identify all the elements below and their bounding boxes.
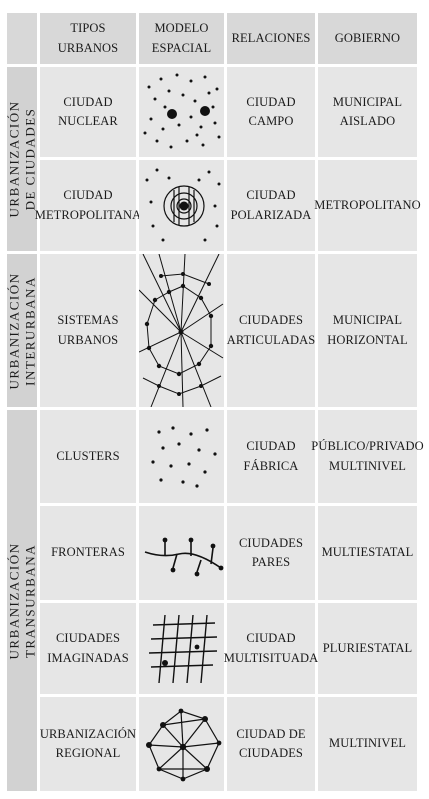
row-6-gobierno-label: MULTINIVEL (329, 736, 406, 751)
row-6-gobierno: MULTINIVEL (318, 697, 417, 791)
row-5-relacion: CIUDAD MULTISITUADA (224, 603, 318, 694)
group-urbanizacion-de-ciudades-label: URBANIZACIÓN DE CIUDADES (6, 100, 37, 218)
row-3-tipo-label: CLUSTERS (56, 448, 120, 463)
row-6-tipo: URBANIZACIÓN REGIONAL (40, 697, 136, 791)
scattered-dots-with-two-large-nodes-icon (143, 73, 221, 149)
row-6-relacion-label: CIUDAD DE CIUDADES (236, 726, 306, 760)
row-4-tipo-label: FRONTERAS (51, 545, 125, 560)
header-gobierno: GOBIERNO (318, 13, 417, 64)
row-2-tipo-label: SISTEMAS URBANOS (57, 313, 119, 347)
row-0-gobierno: MUNICIPAL AISLADO (318, 67, 417, 157)
row-0-relacion: CIUDAD CAMPO (227, 67, 315, 157)
header-relaciones: RELACIONES (227, 13, 315, 64)
row-1-relacion: CIUDAD POLARIZADA (227, 160, 315, 251)
group-urbanizacion-transurbana-label: URBANIZACIÓN TRANSURBANA (6, 542, 37, 659)
row-5-relacion-label: CIUDAD MULTISITUADA (223, 631, 319, 665)
row-4-relacion-label: CIUDADES PARES (239, 535, 303, 569)
row-2-tipo: SISTEMAS URBANOS (40, 254, 136, 407)
group-urbanizacion-transurbana: URBANIZACIÓN TRANSURBANA (6, 410, 37, 791)
row-2-modelo (139, 254, 224, 407)
group-urbanizacion-de-ciudades: URBANIZACIÓN DE CIUDADES (6, 67, 37, 251)
row-2-relacion: CIUDADES ARTICULADAS (227, 254, 315, 407)
row-4-relacion: CIUDADES PARES (227, 506, 315, 600)
group-urbanizacion-interurbana: URBANIZACIÓN INTERURBANA (6, 254, 37, 407)
row-5-modelo (139, 603, 224, 694)
row-6-modelo (139, 697, 224, 791)
row-3-modelo (139, 410, 224, 503)
border-line-nodes-icon (144, 537, 224, 577)
concentric-rings-core-icon (145, 168, 221, 242)
header-relaciones-label: RELACIONES (231, 30, 311, 45)
header-gobierno-label: GOBIERNO (334, 30, 401, 45)
row-0-tipo-label: CIUDAD NUCLEAR (58, 94, 118, 128)
row-1-relacion-label: CIUDAD POLARIZADA (230, 188, 312, 222)
group-urbanizacion-interurbana-label: URBANIZACIÓN INTERURBANA (6, 272, 37, 389)
row-4-tipo: FRONTERAS (40, 506, 136, 600)
row-5-tipo-label: CIUDADES IMAGINADAS (47, 631, 129, 665)
row-1-tipo: CIUDAD METROPOLITANA (35, 160, 141, 251)
row-5-tipo: CIUDADES IMAGINADAS (40, 603, 136, 694)
row-0-tipo: CIUDAD NUCLEAR (40, 67, 136, 157)
header-tipos-urbanos-label: TIPOS URBANOS (57, 21, 119, 55)
header-modelo-espacial-label: MODELO ESPACIAL (151, 21, 212, 55)
row-1-gobierno-label: METROPOLITANO (314, 197, 421, 212)
row-2-gobierno-label: MUNICIPAL HORIZONTAL (327, 313, 408, 347)
radial-network-icon (139, 254, 224, 407)
dot-cluster-icon (151, 426, 217, 488)
row-1-modelo (139, 160, 224, 251)
row-0-relacion-label: CIUDAD CAMPO (246, 94, 296, 128)
header-modelo-espacial: MODELO ESPACIAL (139, 13, 224, 64)
row-3-gobierno-label: PÚBLICO/PRIVADO MULTINIVEL (311, 439, 424, 473)
row-2-gobierno: MUNICIPAL HORIZONTAL (318, 254, 417, 407)
row-3-relacion: CIUDAD FÁBRICA (227, 410, 315, 503)
crossed-grid-icon (148, 614, 218, 684)
row-2-relacion-label: CIUDADES ARTICULADAS (226, 313, 316, 347)
header-corner (7, 13, 37, 64)
row-3-relacion-label: CIUDAD FÁBRICA (243, 439, 299, 473)
row-6-relacion: CIUDAD DE CIUDADES (227, 697, 315, 791)
row-1-gobierno: METROPOLITANO (314, 160, 421, 251)
row-4-gobierno: MULTIESTATAL (318, 506, 417, 600)
row-4-modelo (139, 506, 224, 600)
row-3-gobierno: PÚBLICO/PRIVADO MULTINIVEL (311, 410, 424, 503)
row-0-gobierno-label: MUNICIPAL AISLADO (332, 94, 403, 128)
row-5-gobierno-label: PLURIESTATAL (322, 640, 413, 655)
row-6-tipo-label: URBANIZACIÓN REGIONAL (39, 726, 137, 760)
row-0-modelo (139, 67, 224, 157)
row-1-tipo-label: CIUDAD METROPOLITANA (34, 188, 142, 222)
polygon-mesh-icon (146, 708, 222, 782)
row-3-tipo: CLUSTERS (40, 410, 136, 503)
row-5-gobierno: PLURIESTATAL (318, 603, 417, 694)
row-4-gobierno-label: MULTIESTATAL (321, 545, 414, 560)
urban-typology-table: TIPOS URBANOS MODELO ESPACIAL RELACIONES… (6, 13, 424, 791)
header-tipos-urbanos: TIPOS URBANOS (40, 13, 136, 64)
